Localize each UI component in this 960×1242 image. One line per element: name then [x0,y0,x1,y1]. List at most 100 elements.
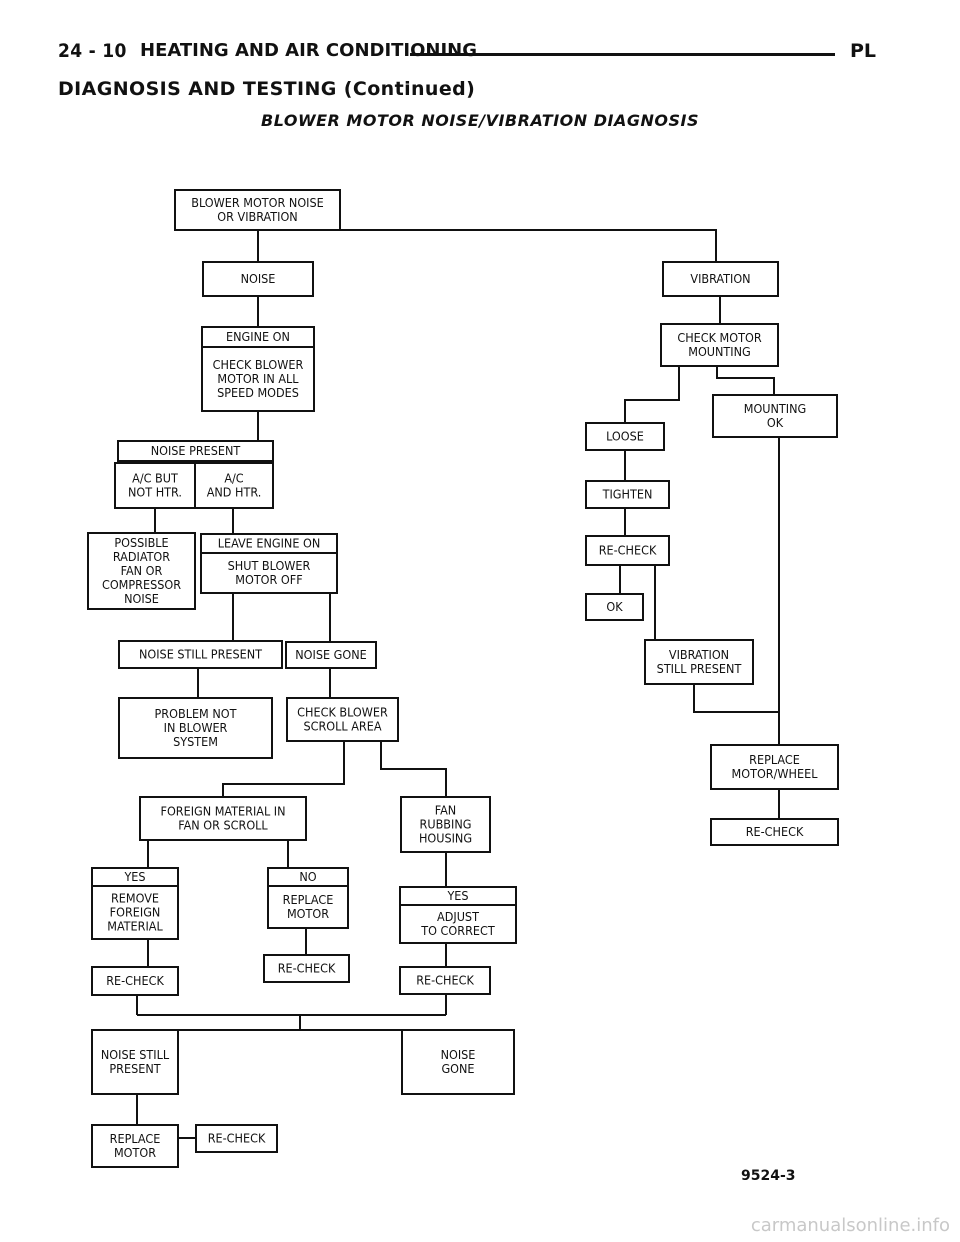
box-recheck-final: RE-CHECK [195,1124,278,1153]
box-tighten: TIGHTEN [585,480,670,509]
box-frame [87,532,196,610]
box-frame [399,904,517,944]
box-recheck-wheel: RE-CHECK [710,818,839,846]
figure-title: BLOWER MOTOR NOISE/VIBRATION DIAGNOSIS [261,111,699,130]
box-label: SYSTEM [173,734,218,749]
box-label: RUBBING [420,816,472,831]
box-noise: NOISE [202,261,314,297]
header-rule [410,53,835,56]
box-frame [201,346,315,412]
box-label: RE-CHECK [416,972,474,987]
box-frame [585,422,665,451]
box-label: HOUSING [419,830,472,845]
connector-5 [624,366,680,423]
box-label: SCROLL AREA [303,718,381,733]
box-frame [660,323,779,367]
box-frame [91,885,179,940]
box-label: RE-CHECK [208,1130,266,1145]
box-noise-present: NOISE PRESENT [117,440,274,462]
box-recheck-c: RE-CHECK [399,966,491,995]
box-label: STILL PRESENT [657,661,742,676]
box-label: FAN [435,802,456,817]
box-label: MOUNTING [744,401,807,416]
box-label: LEAVE ENGINE ON [218,535,321,550]
box-label: PROBLEM NOT [155,706,237,721]
box-label: PRESENT [109,1061,160,1076]
box-label: RE-CHECK [746,824,804,839]
box-label: GONE [441,1061,474,1076]
box-label: POSSIBLE [114,535,168,550]
box-frame [585,535,670,566]
box-label: MOTOR/WHEEL [732,766,819,781]
box-label: MOTOR OFF [235,572,302,587]
box-label: REPLACE [283,892,334,907]
box-frame [644,639,754,685]
box-label: ADJUST [437,909,479,924]
box-label: OK [767,415,784,430]
box-yes-2: YES [399,886,517,906]
box-frame [710,744,839,790]
box-label: TO CORRECT [420,923,495,938]
box-frame [399,966,491,995]
box-loose: LOOSE [585,422,665,451]
box-label: NOT HTR. [128,484,182,499]
box-label: REMOVE [111,890,159,905]
box-label: SHUT BLOWER [228,558,311,573]
connector-6 [716,366,775,395]
box-frame [585,480,670,509]
box-frame [174,189,341,231]
box-label: RE-CHECK [278,960,336,975]
box-frame [91,966,179,996]
box-label: VIBRATION [690,271,750,286]
box-leave-engine-on: LEAVE ENGINE ON [200,533,338,554]
box-label: ENGINE ON [226,329,290,344]
box-label: FOREIGN MATERIAL IN [160,803,285,818]
box-frame [139,796,307,841]
box-frame [662,261,779,297]
box-label: FOREIGN [110,904,161,919]
box-frame [91,1029,179,1095]
box-frame [400,796,491,853]
connector-11 [693,684,779,713]
box-yes-1: YES [91,867,179,887]
box-frame [200,552,338,594]
connector-20 [222,741,345,797]
box-label: CHECK BLOWER [297,704,388,719]
box-ok: OK [585,593,644,621]
box-label: NOISE PRESENT [151,443,241,458]
box-label: FAN OR [121,563,163,578]
page-number: 24 - 10 [58,40,127,62]
watermark: carmanualsonline.info [750,1215,950,1236]
box-label: VIBRATION [669,647,729,662]
connector-1 [340,229,717,262]
box-label: RE-CHECK [106,973,164,988]
box-recheck-b: RE-CHECK [263,954,350,983]
box-frame [117,440,274,462]
box-label: REPLACE [749,752,800,767]
figure-number: 9524-3 [741,1168,796,1184]
box-frame [118,697,273,759]
box-label: A/C [224,470,243,485]
box-label: MOUNTING [688,344,751,359]
model-code: PL [849,40,876,62]
box-vibration: VIBRATION [662,261,779,297]
box-frame [202,261,314,297]
box-label: TIGHTEN [602,486,653,501]
box-label: SPEED MODES [217,385,299,400]
box-frame [263,954,350,983]
